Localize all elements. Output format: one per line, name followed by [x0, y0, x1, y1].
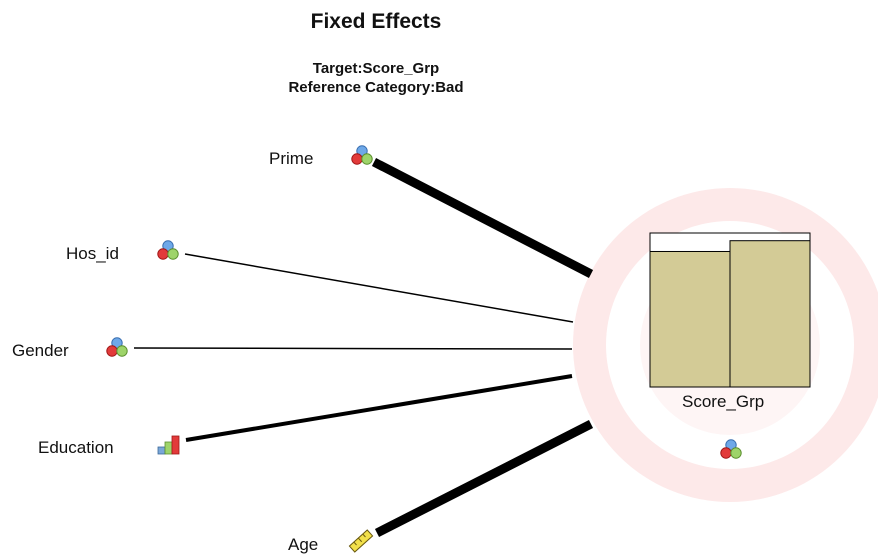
reference-subtitle: Reference Category:Bad	[288, 79, 464, 96]
predictor-label-hos-id: Hos_id	[66, 244, 119, 263]
histogram-bar-1	[649, 250, 731, 388]
age-scale-icon	[348, 529, 374, 553]
target-label: Score_Grp	[682, 392, 765, 411]
predictor-label-education: Education	[38, 438, 114, 457]
gender-nominal-icon	[106, 337, 128, 357]
chart-title: Fixed Effects	[310, 10, 442, 33]
education-ordinal-icon	[157, 435, 180, 455]
hos-id-nominal-icon	[157, 240, 179, 260]
prime-nominal-icon	[351, 145, 373, 165]
predictor-label-gender: Gender	[12, 341, 69, 360]
predictor-label-age: Age	[288, 535, 319, 554]
effect-line-hos-id	[184, 253, 574, 323]
effect-line-age	[374, 419, 594, 538]
effect-line-prime	[371, 158, 594, 278]
target-subtitle: Target:Score_Grp	[312, 60, 440, 77]
predictor-label-prime: Prime	[269, 149, 314, 168]
effect-line-gender	[133, 347, 573, 350]
histogram-bar-2	[729, 240, 811, 388]
effect-line-education	[185, 374, 573, 442]
